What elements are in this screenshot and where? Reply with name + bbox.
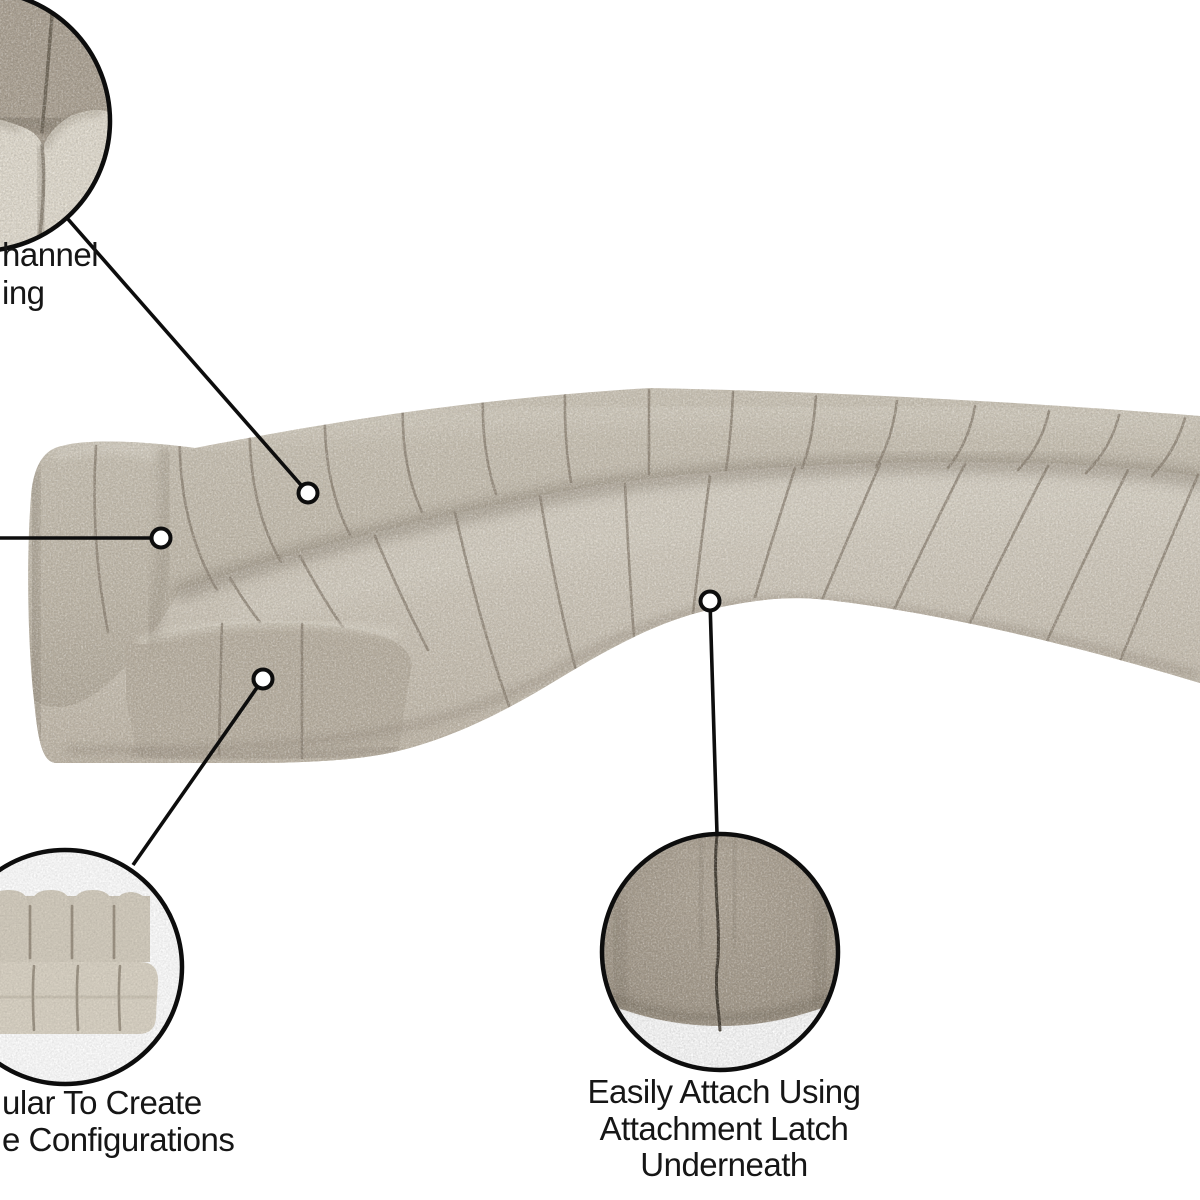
inset-circle-ring bbox=[599, 831, 841, 1073]
inset-channel-content bbox=[0, 0, 108, 249]
sofa bbox=[28, 388, 1200, 763]
label-channel-tufting: hannel ing bbox=[2, 236, 99, 312]
label-line: Attachment Latch bbox=[599, 1109, 849, 1147]
inset-modular-content bbox=[0, 852, 180, 1082]
inset-attachment bbox=[599, 831, 841, 1073]
label-line: e Configurations bbox=[2, 1121, 235, 1158]
callout-line-attachment bbox=[708, 600, 719, 835]
fabric-texture-light bbox=[28, 388, 1200, 763]
inset-circle-ring bbox=[0, 847, 185, 1087]
inset-attachment-content bbox=[604, 836, 836, 1068]
label-line: Easily Attach Using bbox=[587, 1073, 861, 1110]
inset-channel-tufting bbox=[0, 0, 113, 252]
label-line: ing bbox=[2, 274, 45, 311]
label-modular-configurations: ular To Create e Configurations bbox=[2, 1084, 235, 1158]
callout-dots bbox=[149, 481, 722, 691]
callout-line-channel-tufting bbox=[58, 208, 310, 495]
callout-dot-arm bbox=[149, 526, 173, 550]
label-line: Underneath bbox=[640, 1146, 808, 1183]
inset-circle-ring bbox=[0, 0, 113, 252]
label-attachment-latch: Easily Attach Using Attachment Latch Und… bbox=[587, 1073, 861, 1184]
label-line: ular To Create bbox=[2, 1084, 202, 1121]
inset-modular bbox=[0, 847, 185, 1087]
callout-dot-right-seat bbox=[698, 589, 722, 613]
callout-dot-module-seat bbox=[251, 667, 275, 691]
callout-line-modular bbox=[131, 677, 265, 867]
callout-dot-backrest bbox=[296, 481, 320, 505]
callout-lines bbox=[0, 208, 719, 867]
label-line: hannel bbox=[2, 236, 99, 273]
sofa-detail bbox=[28, 388, 1200, 763]
